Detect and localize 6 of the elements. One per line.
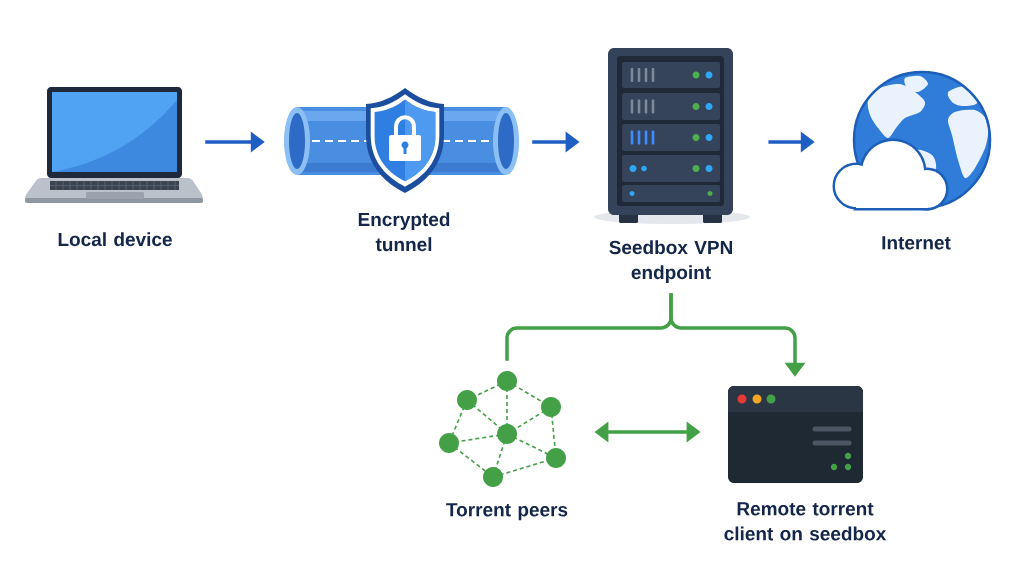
node-label: Local device xyxy=(58,232,172,247)
node-label: Remote torrent client on seedbox xyxy=(724,502,887,541)
node-label: Torrent peers xyxy=(446,503,568,521)
node-label: Seedbox VPN endpoint xyxy=(609,240,732,283)
node-label: Encrypted tunnel xyxy=(358,212,450,252)
node-label: Internet xyxy=(882,236,951,250)
